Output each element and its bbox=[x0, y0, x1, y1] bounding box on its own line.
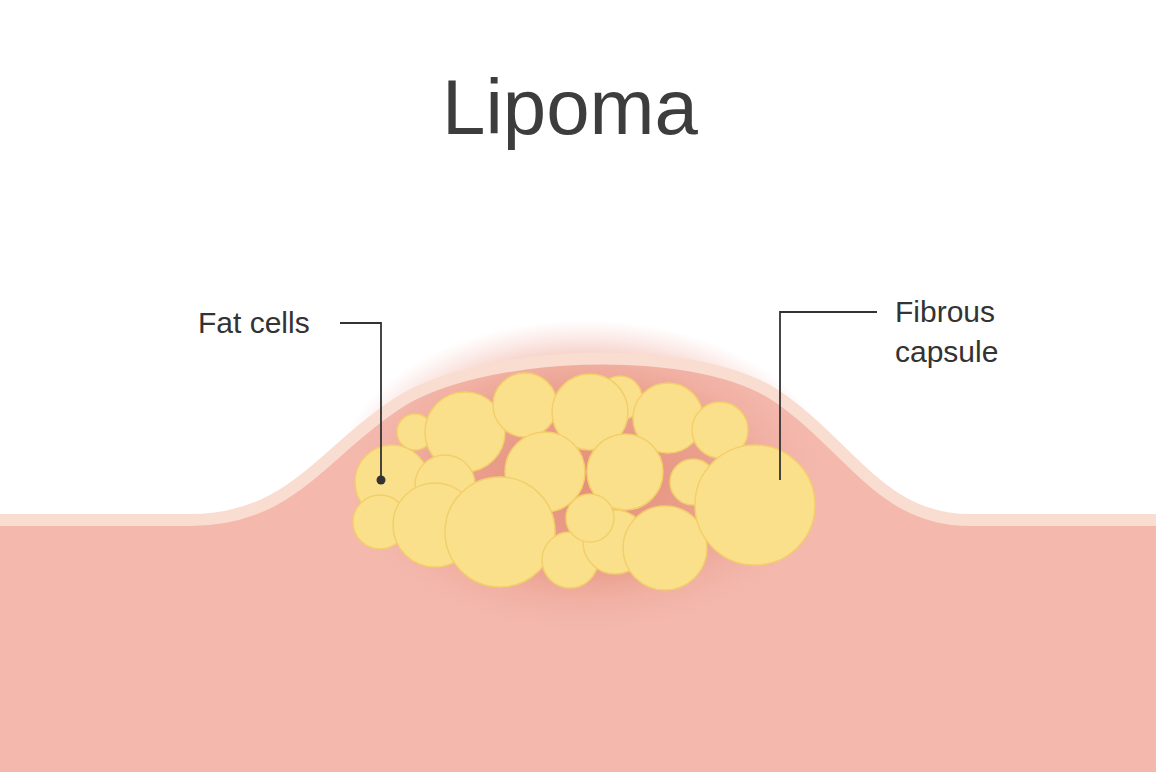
capsule-surface bbox=[0, 358, 1156, 520]
capsule-shadow bbox=[335, 320, 835, 640]
diagram-title: Lipoma bbox=[0, 62, 1140, 153]
part-label: Fat cells bbox=[198, 303, 368, 343]
skin-tissue bbox=[0, 358, 1156, 772]
fat-cells bbox=[353, 373, 815, 590]
part-label: Fibrous capsule bbox=[895, 292, 1055, 372]
leader-dot bbox=[377, 476, 386, 485]
leader-lines bbox=[340, 312, 877, 480]
